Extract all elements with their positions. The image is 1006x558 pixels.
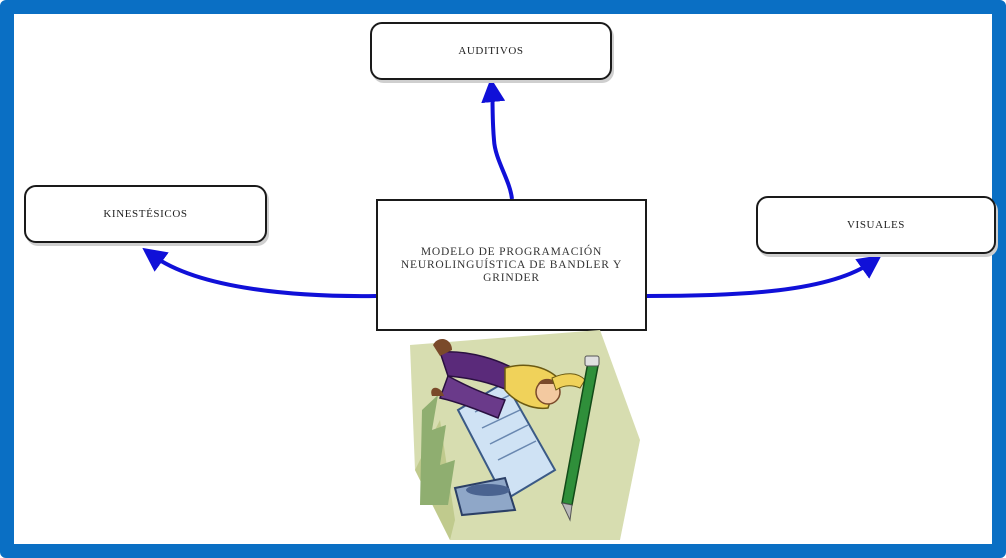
arrow-to-kinestesicos — [142, 247, 377, 299]
arrow-to-auditivos — [481, 78, 514, 200]
node-auditivos: AUDITIVOS — [370, 22, 612, 80]
node-kinestesicos-label: KINESTÉSICOS — [103, 208, 188, 220]
node-visuales-label: VISUALES — [847, 219, 905, 231]
node-visuales: VISUALES — [756, 196, 996, 254]
arrow-to-visuales — [646, 255, 882, 298]
node-kinestesicos: KINESTÉSICOS — [24, 185, 267, 243]
node-auditivos-label: AUDITIVOS — [458, 45, 524, 57]
center-node-label: MODELO DE PROGRAMACIÓN NEUROLINGUÍSTICA … — [400, 245, 623, 284]
center-node: MODELO DE PROGRAMACIÓN NEUROLINGUÍSTICA … — [376, 199, 647, 331]
